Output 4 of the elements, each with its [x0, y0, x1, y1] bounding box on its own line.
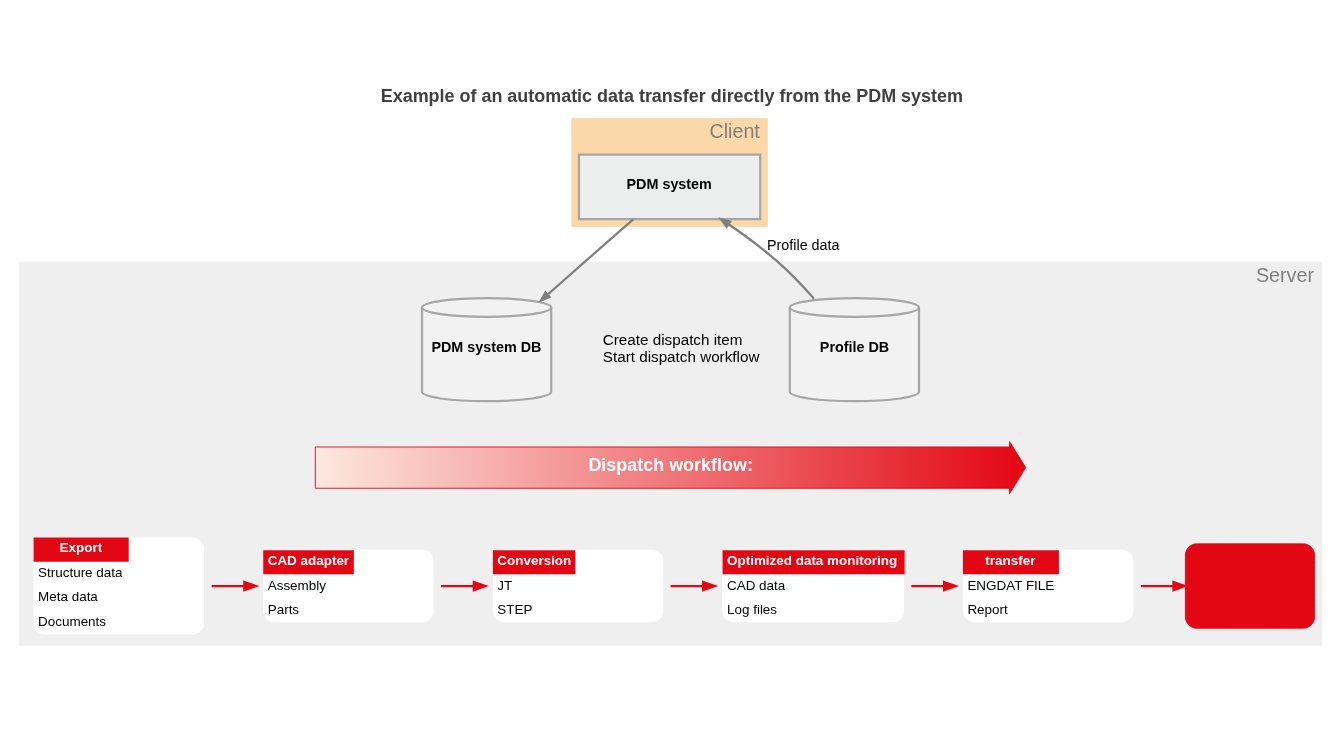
edge-label: Profile data — [766, 236, 840, 253]
label: Start dispatch workflow — [602, 347, 760, 365]
diagram-title: Example of an automatic data transfer directly from the PDM system — [380, 85, 963, 106]
label: Create dispatch item — [602, 330, 743, 348]
